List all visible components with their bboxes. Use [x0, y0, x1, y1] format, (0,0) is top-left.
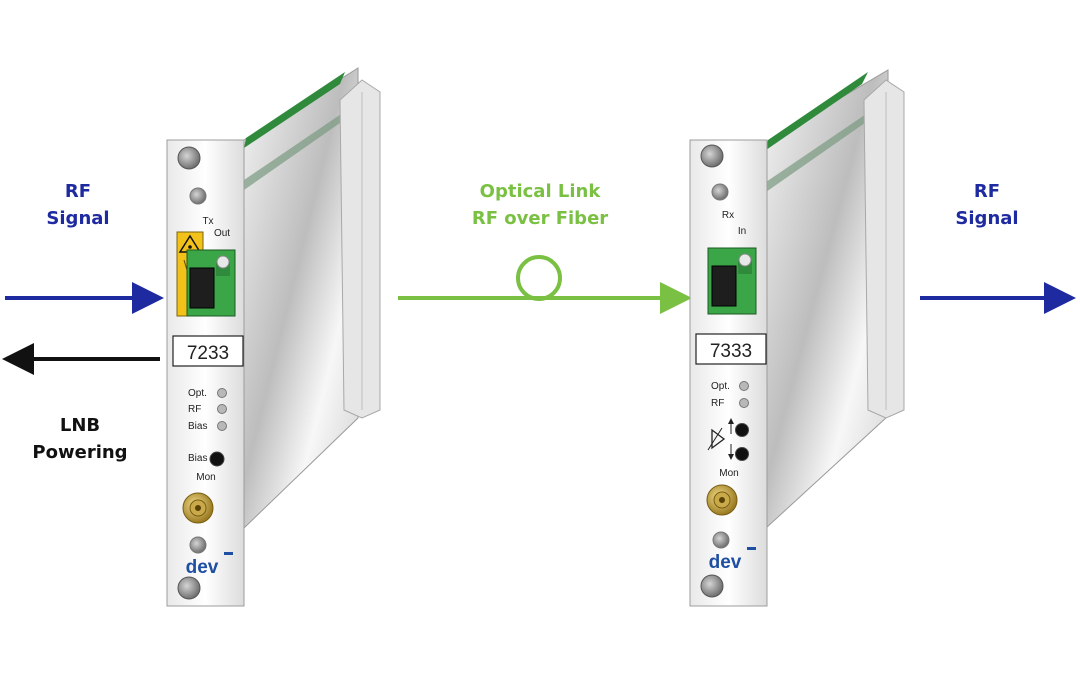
rx-rear-rail: [863, 79, 905, 419]
rx-upper-screw-icon: [711, 183, 729, 201]
rx-gain-control-icon: [707, 418, 734, 460]
rx-led-opt: [739, 381, 749, 391]
rx-model: 7333: [710, 341, 752, 362]
rf-input-label-line2: Signal: [46, 208, 110, 229]
rf-output-label: RF Signal: [937, 178, 1037, 232]
rx-gain-up-button[interactable]: [735, 423, 749, 437]
tx-upper-screw-icon: [189, 187, 207, 205]
tx-pcb-edge: [244, 72, 345, 148]
rx-model-box: [695, 333, 767, 365]
rx-pcb-edge: [766, 72, 868, 150]
tx-top-screw-icon: [177, 146, 201, 170]
tx-led-label-bias: Bias: [188, 421, 207, 432]
tx-monitor-connector[interactable]: [182, 492, 214, 524]
tx-logo-dots: [224, 552, 233, 555]
rx-bottom-screw-icon: [700, 574, 724, 598]
rx-brand-logo: dev: [709, 552, 742, 573]
tx-port-label: Out: [214, 228, 230, 239]
rx-led-rf: [739, 398, 749, 408]
optical-label-line1: Optical Link: [479, 181, 601, 202]
rx-optical-connector[interactable]: [707, 247, 757, 315]
rx-front-panel: [689, 139, 768, 607]
lnb-label-line2: Powering: [32, 442, 128, 463]
rx-lower-screw-icon: [712, 531, 730, 549]
tx-title: Tx: [202, 216, 213, 227]
tx-rear-rail: [339, 79, 381, 419]
rf-output-label-line1: RF: [973, 181, 1001, 202]
tx-led-bias: [217, 421, 227, 431]
tx-pcb-strip: [244, 108, 350, 190]
lnb-powering-label: LNB Powering: [20, 412, 140, 466]
rf-output-label-line2: Signal: [955, 208, 1019, 229]
tx-optical-connector[interactable]: [186, 249, 236, 317]
rx-led-label-rf: RF: [711, 398, 724, 409]
rx-monitor-connector[interactable]: [706, 484, 738, 516]
tx-bias-button[interactable]: [209, 451, 225, 467]
fiber-loop: [516, 255, 562, 301]
tx-led-label-rf: RF: [188, 404, 201, 415]
tx-bottom-screw-icon: [177, 576, 201, 600]
tx-led-rf: [217, 404, 227, 414]
rx-port-label: In: [738, 226, 746, 237]
optical-link-label: Optical Link RF over Fiber: [440, 178, 640, 232]
optical-label-line2: RF over Fiber: [471, 208, 609, 229]
rf-input-label-line1: RF: [64, 181, 92, 202]
tx-front-panel: [166, 139, 245, 607]
tx-bias-button-label: Bias: [188, 453, 207, 464]
rx-led-label-opt: Opt.: [711, 381, 730, 392]
tx-led-label-opt: Opt.: [188, 388, 207, 399]
tx-monitor-label: Mon: [196, 472, 215, 483]
rx-top-screw-icon: [700, 144, 724, 168]
rx-gain-down-button[interactable]: [735, 447, 749, 461]
lnb-label-line1: LNB: [59, 415, 101, 436]
tx-led-opt: [217, 388, 227, 398]
rx-monitor-label: Mon: [719, 468, 738, 479]
tx-model: 7233: [187, 343, 229, 364]
tx-lower-screw-icon: [189, 536, 207, 554]
rx-module: Rx In 7333 Opt. RF Mon: [689, 69, 905, 607]
rx-pcb-strip: [766, 110, 872, 192]
rx-title: Rx: [722, 210, 734, 221]
rf-input-label: RF Signal: [28, 178, 128, 232]
tx-model-box: [172, 335, 244, 367]
tx-module: Tx Out 7233 Opt. RF Bias Bias Mon: [166, 67, 381, 607]
tx-brand-logo: dev: [186, 557, 219, 578]
rx-logo-dots: [747, 547, 756, 550]
